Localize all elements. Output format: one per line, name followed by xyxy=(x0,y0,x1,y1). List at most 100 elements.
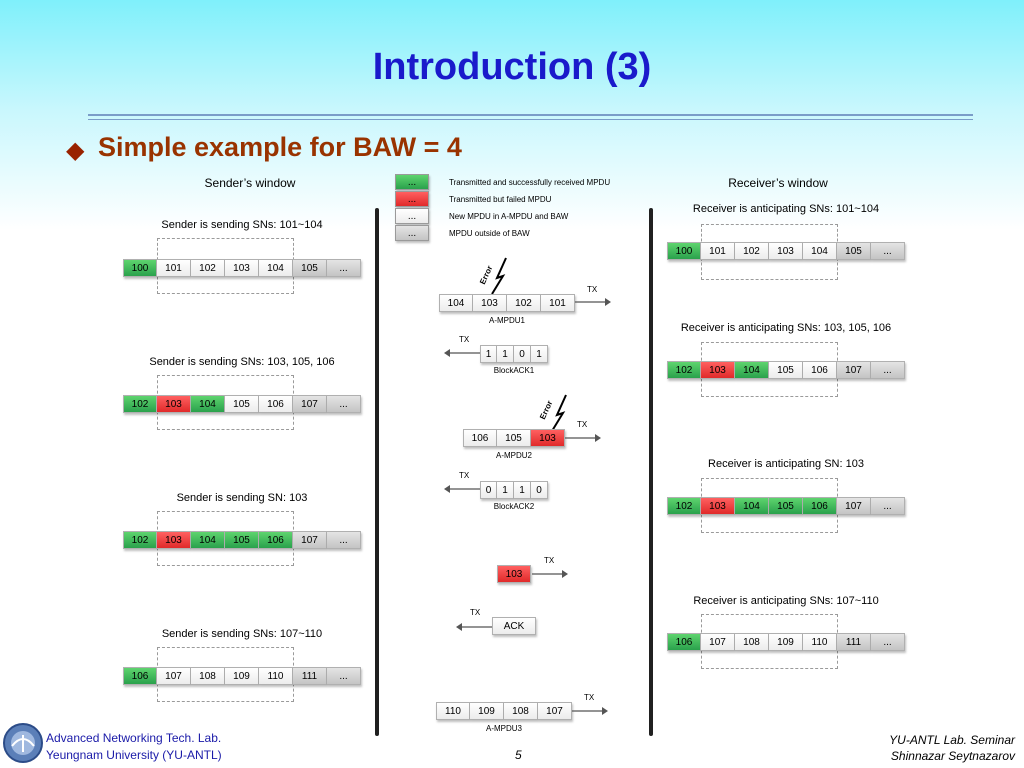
sn-cell: 107 xyxy=(293,531,327,549)
footer-seminar: YU-ANTL Lab. Seminar xyxy=(889,733,1015,747)
sn-cell: 108 xyxy=(504,702,538,720)
sn-cell: 0 xyxy=(514,345,531,363)
sn-cell: 102 xyxy=(667,497,701,515)
sn-cell: 111 xyxy=(293,667,327,685)
sn-cell: 102 xyxy=(667,361,701,379)
tx-label-7: TX xyxy=(584,693,595,702)
legend-swatch-outside: ... xyxy=(395,225,429,241)
sn-cell: 105 xyxy=(497,429,531,447)
tx-arrow-right-1 xyxy=(575,298,611,306)
sn-cell: 103 xyxy=(701,361,735,379)
sn-cell: 103 xyxy=(497,565,531,583)
sn-cell: 106 xyxy=(259,531,293,549)
tx-arrow-left-1 xyxy=(444,349,482,357)
sn-cell: 107 xyxy=(157,667,191,685)
ampdu2-label: A-MPDU2 xyxy=(495,451,533,460)
sn-cell: 106 xyxy=(123,667,157,685)
legend-text-new: New MPDU in A-MPDU and BAW xyxy=(449,212,569,221)
sn-cell: 105 xyxy=(225,531,259,549)
legend: ... ... ... ... xyxy=(395,174,429,241)
sn-cell: 1 xyxy=(497,481,514,499)
sn-cell: 105 xyxy=(769,361,803,379)
sender-caption-3: Sender is sending SN: 103 xyxy=(176,492,308,504)
ampdu1-label: A-MPDU1 xyxy=(488,316,526,325)
sn-cell: 106 xyxy=(803,497,837,515)
diamond-bullet-icon: ◆ xyxy=(66,137,85,164)
sn-cell: 1 xyxy=(497,345,514,363)
sn-cell: ... xyxy=(327,395,361,413)
receiver-caption-2: Receiver is anticipating SNs: 103, 105, … xyxy=(680,322,892,334)
retransmit-frame: 103 xyxy=(497,565,531,583)
tx-arrow-left-2 xyxy=(444,485,482,493)
tx-arrow-right-3 xyxy=(532,570,568,578)
sn-cell: 110 xyxy=(436,702,470,720)
sn-cell: 111 xyxy=(837,633,871,651)
blockack2-label: BlockACK2 xyxy=(493,502,535,511)
receiver-caption-3: Receiver is anticipating SN: 103 xyxy=(708,458,864,470)
sn-cell: 108 xyxy=(735,633,769,651)
sn-cell: 104 xyxy=(259,259,293,277)
sn-cell: 101 xyxy=(541,294,575,312)
lightning-icon-1 xyxy=(491,257,507,295)
sn-cell: 107 xyxy=(293,395,327,413)
sn-cell: ... xyxy=(327,531,361,549)
legend-swatch-failed: ... xyxy=(395,191,429,207)
sn-cell: 0 xyxy=(480,481,497,499)
legend-swatch-new: ... xyxy=(395,208,429,224)
blockack1-label: BlockACK1 xyxy=(493,366,535,375)
sender-caption-4: Sender is sending SNs: 107~110 xyxy=(161,628,323,640)
sn-cell: 104 xyxy=(191,395,225,413)
sn-cell: 102 xyxy=(735,242,769,260)
sn-cell: 105 xyxy=(837,242,871,260)
sn-cell: ... xyxy=(871,633,905,651)
tx-label-5: TX xyxy=(544,556,555,565)
tx-label-4: TX xyxy=(459,471,470,480)
sn-cell: 104 xyxy=(735,497,769,515)
legend-text-failed: Transmitted but failed MPDU xyxy=(449,195,552,204)
sn-cell: 104 xyxy=(439,294,473,312)
receiver-caption-1: Receiver is anticipating SNs: 101~104 xyxy=(692,203,880,215)
lightning-icon-2 xyxy=(551,394,567,432)
title-divider xyxy=(88,114,973,116)
footer-lab-name: Advanced Networking Tech. Lab. xyxy=(46,731,222,745)
sn-cell: 105 xyxy=(769,497,803,515)
footer-university: Yeungnam University (YU-ANTL) xyxy=(46,748,222,762)
sn-cell: 106 xyxy=(463,429,497,447)
ampdu3-label: A-MPDU3 xyxy=(485,724,523,733)
sn-cell: 106 xyxy=(667,633,701,651)
tx-label-3: TX xyxy=(577,420,588,429)
sn-cell: 103 xyxy=(157,531,191,549)
sn-cell: ... xyxy=(327,259,361,277)
sn-cell: 107 xyxy=(538,702,572,720)
tx-label-1: TX xyxy=(587,285,598,294)
receiver-caption-4: Receiver is anticipating SNs: 107~110 xyxy=(693,595,879,607)
sn-cell: 100 xyxy=(123,259,157,277)
sn-cell: 108 xyxy=(191,667,225,685)
tx-arrow-right-2 xyxy=(565,434,601,442)
sn-cell: 104 xyxy=(735,361,769,379)
sn-cell: 109 xyxy=(769,633,803,651)
sn-cell: 107 xyxy=(837,361,871,379)
page-number: 5 xyxy=(515,748,522,762)
university-logo xyxy=(3,723,43,763)
sender-caption-1: Sender is sending SNs: 101~104 xyxy=(161,219,323,231)
sn-cell: 103 xyxy=(531,429,565,447)
sn-cell: 1 xyxy=(531,345,548,363)
tx-label-2: TX xyxy=(459,335,470,344)
sn-cell: 1 xyxy=(480,345,497,363)
legend-swatch-success: ... xyxy=(395,174,429,190)
sn-cell: 105 xyxy=(293,259,327,277)
sn-cell: 1 xyxy=(514,481,531,499)
sn-cell: 106 xyxy=(803,361,837,379)
sn-cell: ... xyxy=(871,361,905,379)
title-divider-thin xyxy=(88,119,973,120)
sn-cell: 101 xyxy=(701,242,735,260)
sn-cell: 110 xyxy=(259,667,293,685)
sender-window-label: Sender’s window xyxy=(204,176,296,190)
